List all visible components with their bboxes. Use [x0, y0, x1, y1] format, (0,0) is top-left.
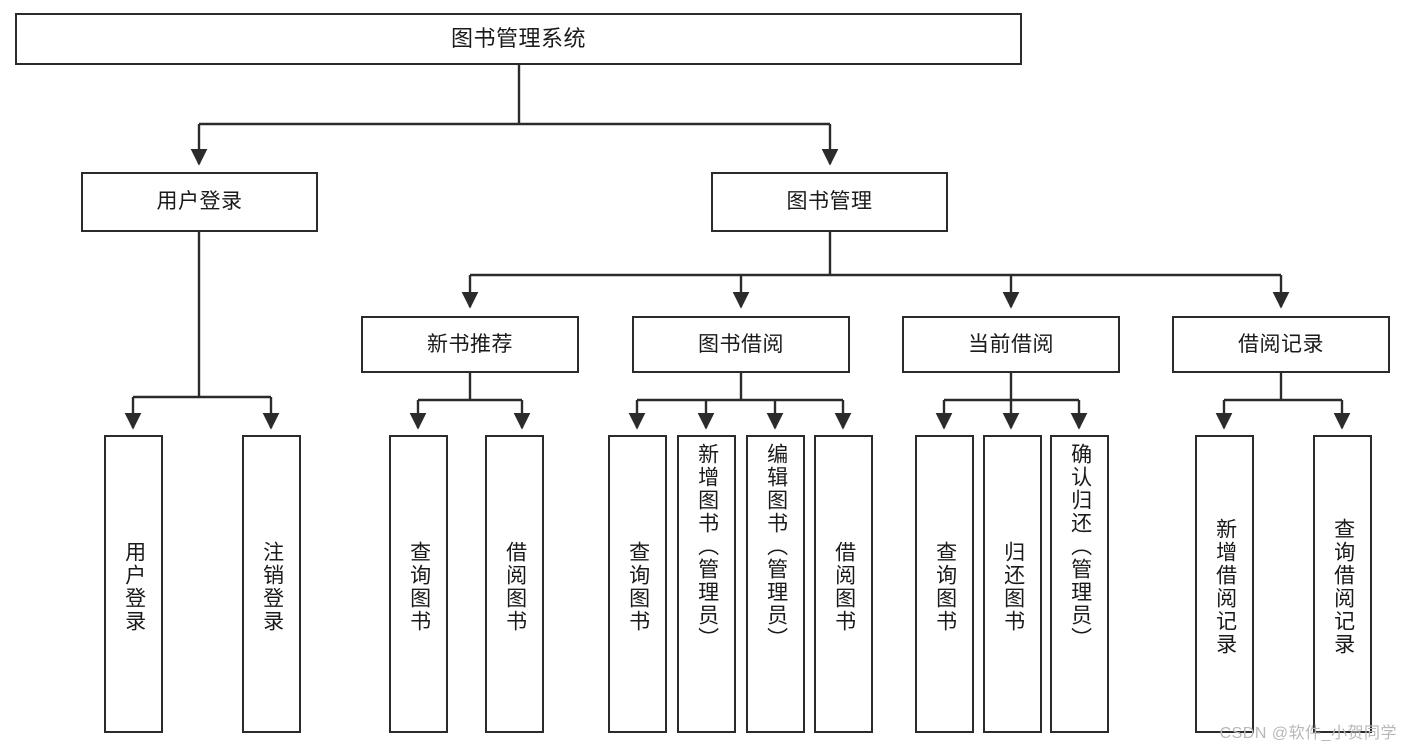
- node-borrow-record-label: 借阅记录: [1238, 332, 1324, 356]
- node-leaf-current-borrow-query[interactable]: 查询图书: [915, 435, 974, 733]
- node-leaf-book-borrow-borrow[interactable]: 借阅图书: [814, 435, 873, 733]
- node-leaf-book-borrow-query[interactable]: 查询图书: [608, 435, 667, 733]
- node-current-borrow-label: 当前借阅: [968, 332, 1054, 356]
- node-root-system-label: 图书管理系统: [450, 25, 586, 51]
- leaf-text-wrap: 新增借阅记录: [1197, 443, 1252, 731]
- node-new-book-recommend-label: 新书推荐: [427, 332, 513, 356]
- node-leaf-user-login-login[interactable]: 用户登录: [104, 435, 163, 733]
- node-leaf-book-borrow-edit[interactable]: 编辑图书（管理员）: [746, 435, 805, 733]
- node-leaf-book-borrow-add[interactable]: 新增图书（管理员）: [677, 435, 736, 733]
- node-user-login-label: 用户登录: [156, 190, 243, 214]
- leaf-text-wrap: 注销登录: [244, 443, 299, 731]
- node-user-login[interactable]: 用户登录: [81, 172, 318, 232]
- node-leaf-current-borrow-query-label: 查询图书: [933, 541, 957, 633]
- node-current-borrow[interactable]: 当前借阅: [902, 316, 1120, 373]
- leaf-text-wrap: 查询图书: [610, 443, 665, 731]
- leaf-text-wrap: 编辑图书（管理员）: [748, 443, 803, 731]
- node-leaf-current-borrow-return-label: 归还图书: [1001, 541, 1025, 633]
- node-book-borrow[interactable]: 图书借阅: [632, 316, 850, 373]
- node-new-book-recommend[interactable]: 新书推荐: [361, 316, 579, 373]
- node-leaf-new-book-borrow-label: 借阅图书: [503, 541, 527, 633]
- node-leaf-book-borrow-query-label: 查询图书: [626, 541, 650, 633]
- node-book-management[interactable]: 图书管理: [711, 172, 948, 232]
- node-leaf-book-borrow-borrow-label: 借阅图书: [832, 541, 856, 633]
- node-root-system[interactable]: 图书管理系统: [15, 13, 1022, 65]
- node-leaf-book-borrow-edit-label: 编辑图书（管理员）: [764, 443, 788, 650]
- leaf-text-wrap: 查询图书: [391, 443, 446, 731]
- leaf-text-wrap: 借阅图书: [487, 443, 542, 731]
- leaf-text-wrap: 新增图书（管理员）: [679, 443, 734, 731]
- leaf-text-wrap: 确认归还（管理员）: [1052, 443, 1107, 731]
- node-leaf-new-book-query-label: 查询图书: [407, 541, 431, 633]
- node-leaf-new-book-query[interactable]: 查询图书: [389, 435, 448, 733]
- leaf-text-wrap: 借阅图书: [816, 443, 871, 731]
- node-borrow-record[interactable]: 借阅记录: [1172, 316, 1390, 373]
- node-leaf-borrow-record-query[interactable]: 查询借阅记录: [1313, 435, 1372, 733]
- leaf-text-wrap: 归还图书: [985, 443, 1040, 731]
- node-leaf-user-login-logout[interactable]: 注销登录: [242, 435, 301, 733]
- node-book-management-label: 图书管理: [786, 190, 873, 214]
- node-leaf-current-borrow-confirm[interactable]: 确认归还（管理员）: [1050, 435, 1109, 733]
- node-leaf-borrow-record-add[interactable]: 新增借阅记录: [1195, 435, 1254, 733]
- node-leaf-user-login-login-label: 用户登录: [122, 541, 146, 633]
- leaf-text-wrap: 查询借阅记录: [1315, 443, 1370, 731]
- node-leaf-borrow-record-query-label: 查询借阅记录: [1331, 518, 1355, 656]
- node-leaf-current-borrow-confirm-label: 确认归还（管理员）: [1068, 443, 1092, 650]
- node-leaf-new-book-borrow[interactable]: 借阅图书: [485, 435, 544, 733]
- leaf-text-wrap: 用户登录: [106, 443, 161, 731]
- leaf-text-wrap: 查询图书: [917, 443, 972, 731]
- node-leaf-borrow-record-add-label: 新增借阅记录: [1213, 518, 1237, 656]
- node-leaf-book-borrow-add-label: 新增图书（管理员）: [695, 443, 719, 650]
- node-book-borrow-label: 图书借阅: [698, 332, 784, 356]
- node-leaf-user-login-logout-label: 注销登录: [260, 541, 284, 633]
- node-leaf-current-borrow-return[interactable]: 归还图书: [983, 435, 1042, 733]
